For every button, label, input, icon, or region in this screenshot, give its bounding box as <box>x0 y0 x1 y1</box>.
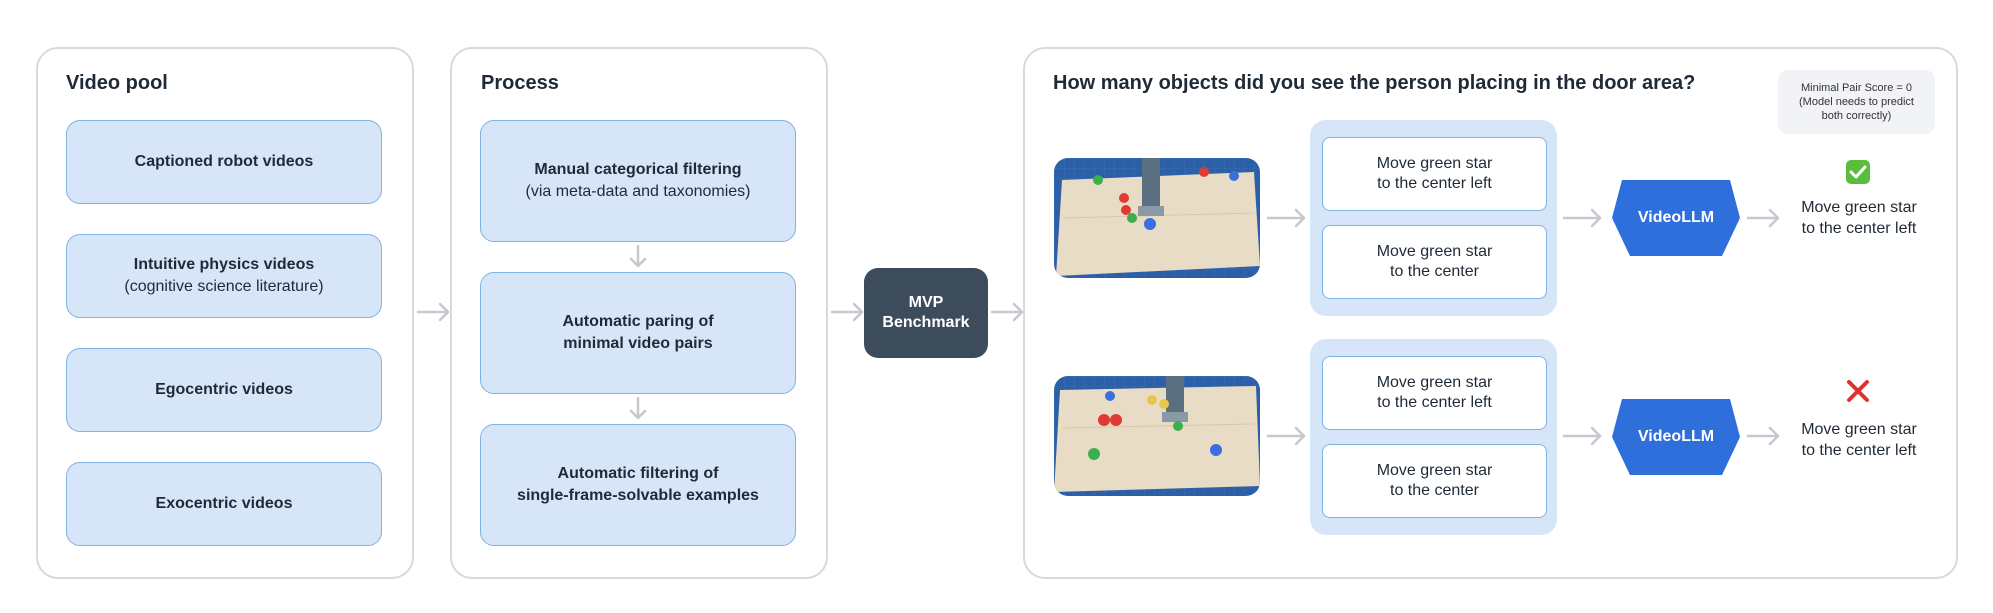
arrow-right-icon <box>1746 208 1780 228</box>
answer-option[interactable]: Move green star to the center left <box>1322 356 1547 430</box>
process-title: Process <box>481 72 559 94</box>
process-step-single-frame-filtering: Automatic filtering of single-frame-solv… <box>480 424 796 546</box>
answer-option[interactable]: Move green star to the center <box>1322 444 1547 518</box>
arrow-down-icon <box>629 396 647 420</box>
score-line: (Model needs to predict <box>1799 96 1914 108</box>
process-step-pairing: Automatic paring of minimal video pairs <box>480 272 796 394</box>
arrow-right-icon <box>1266 426 1306 446</box>
video-thumbnail <box>1054 158 1260 278</box>
process-step-label: minimal video pairs <box>563 335 713 352</box>
process-step-label: Automatic paring of <box>562 313 714 330</box>
checkmark-icon <box>1846 160 1870 184</box>
process-step-label: Manual categorical filtering <box>534 161 742 178</box>
videollm-model: VideoLLM <box>1612 180 1740 256</box>
robot-scene-image <box>1054 158 1260 278</box>
video-pool-item-sublabel: (cognitive science literature) <box>124 278 324 295</box>
videollm-label: VideoLLM <box>1637 428 1715 445</box>
video-pool-item-label: Exocentric videos <box>155 495 293 512</box>
arrow-right-icon <box>830 302 864 322</box>
videollm-label: VideoLLM <box>1637 209 1715 226</box>
benchmark-label: MVP <box>908 294 944 311</box>
answer-option-text: to the center left <box>1377 175 1492 192</box>
arrow-right-icon <box>1266 208 1306 228</box>
score-line: both correctly) <box>1821 110 1892 122</box>
video-pool-item-label: Egocentric videos <box>155 381 293 398</box>
video-pool-item-label: Captioned robot videos <box>134 153 314 170</box>
arrow-right-icon <box>1562 426 1602 446</box>
answer-option-text: to the center left <box>1377 394 1492 411</box>
answer-option-text: to the center <box>1390 482 1479 499</box>
model-answer-text: Move green star <box>1801 421 1917 438</box>
arrow-right-icon <box>416 302 450 322</box>
video-pool-item-egocentric: Egocentric videos <box>66 348 382 432</box>
process-step-label: Automatic filtering of <box>557 465 719 482</box>
arrow-down-icon <box>629 244 647 268</box>
model-answer-text: Move green star <box>1801 199 1917 216</box>
answer-option-text: Move green star <box>1376 155 1493 172</box>
videollm-model: VideoLLM <box>1612 399 1740 475</box>
video-pool-item-label: Intuitive physics videos <box>133 256 315 273</box>
process-step-sublabel: (via meta-data and taxonomies) <box>525 183 751 200</box>
answer-option[interactable]: Move green star to the center <box>1322 225 1547 299</box>
model-answer-text: to the center left <box>1801 442 1917 459</box>
video-pool-item-exocentric: Exocentric videos <box>66 462 382 546</box>
minimal-pair-score-badge: Minimal Pair Score = 0 (Model needs to p… <box>1778 70 1935 134</box>
benchmark-label: Benchmark <box>882 314 970 331</box>
robot-scene-image <box>1054 376 1260 496</box>
video-pool-item-captioned-robot: Captioned robot videos <box>66 120 382 204</box>
model-answer: Move green star to the center left <box>1782 419 1936 461</box>
video-pool-item-intuitive-physics: Intuitive physics videos (cognitive scie… <box>66 234 382 318</box>
video-pool-title: Video pool <box>66 72 168 94</box>
cross-icon <box>1847 380 1869 402</box>
answer-option-text: Move green star <box>1376 462 1493 479</box>
score-line: Minimal Pair Score = 0 <box>1801 82 1912 94</box>
mvp-benchmark-box: MVP Benchmark <box>864 268 988 358</box>
example-question: How many objects did you see the person … <box>1053 72 1696 94</box>
arrow-right-icon <box>990 302 1024 322</box>
answer-option-text: to the center <box>1390 263 1479 280</box>
video-thumbnail <box>1054 376 1260 496</box>
model-answer: Move green star to the center left <box>1782 197 1936 239</box>
arrow-right-icon <box>1746 426 1780 446</box>
model-answer-text: to the center left <box>1801 220 1917 237</box>
answer-option-text: Move green star <box>1376 243 1493 260</box>
answer-option-text: Move green star <box>1376 374 1493 391</box>
answer-option[interactable]: Move green star to the center left <box>1322 137 1547 211</box>
arrow-right-icon <box>1562 208 1602 228</box>
process-step-label: single-frame-solvable examples <box>517 487 759 504</box>
process-step-manual-filtering: Manual categorical filtering (via meta-d… <box>480 120 796 242</box>
